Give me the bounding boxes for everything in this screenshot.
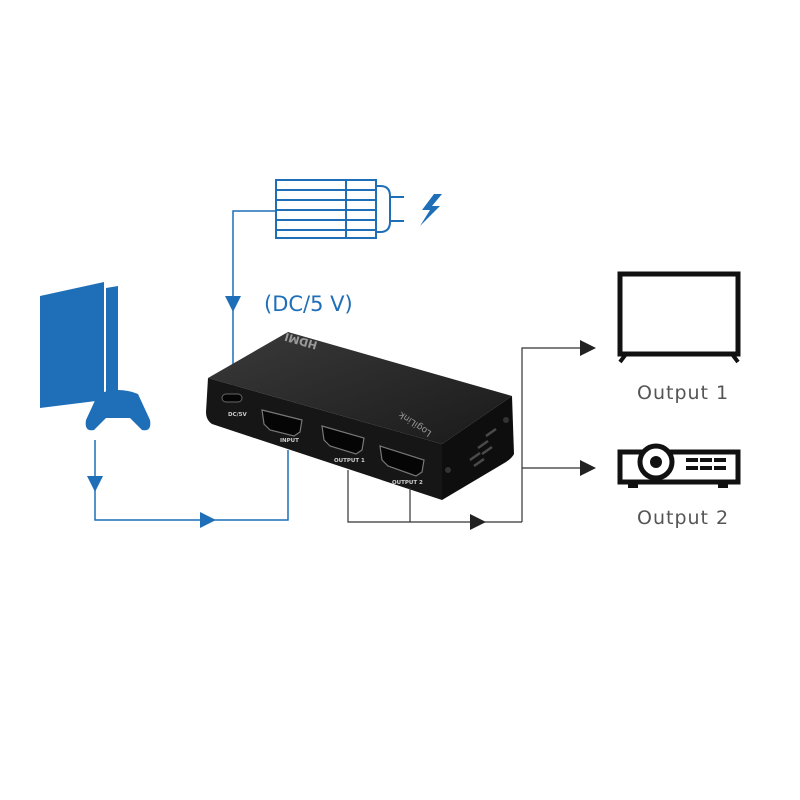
output2-label: Output 2: [637, 507, 729, 529]
dc-port-label: DC/5V: [228, 412, 247, 418]
lightning-bolt-icon: [420, 194, 442, 226]
output-arrow-bottom: [470, 514, 486, 530]
power-arrow: [225, 296, 241, 312]
input-port-label: INPUT: [280, 438, 299, 444]
power-adapter-icon: [275, 179, 404, 239]
input-arrow-right: [200, 512, 216, 528]
output1-label: Output 1: [637, 382, 729, 404]
dc-port: [221, 393, 243, 403]
gamepad-icon: [85, 390, 151, 431]
output1-arrow: [580, 340, 596, 356]
output-line-bottom: [347, 470, 522, 523]
output-trunk: [521, 347, 584, 522]
power-line: [232, 210, 276, 388]
input-line: [94, 440, 289, 521]
output1-port-label: OUTPUT 1: [334, 458, 365, 464]
hdmi-splitter-device: HDMI LogiLink DC/5V INPUT OUTPUT 1 OUTPU…: [206, 330, 514, 500]
input-port: [261, 409, 303, 437]
output1-port: [321, 425, 365, 455]
output2-arrow: [580, 460, 596, 476]
input-arrow-down: [87, 476, 103, 492]
tv-icon: [617, 271, 741, 364]
output2-port: [379, 445, 425, 477]
projector-icon: [617, 443, 741, 488]
power-label: (DC/5 V): [264, 292, 353, 316]
output2-port-label: OUTPUT 2: [392, 480, 423, 486]
game-console-icon: [40, 282, 118, 408]
